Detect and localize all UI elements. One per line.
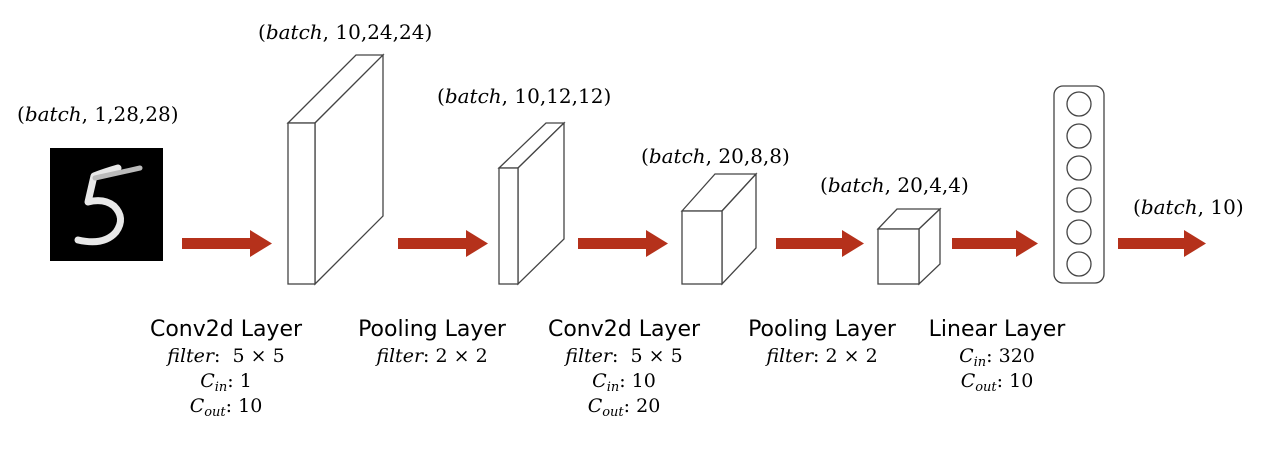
shape-rest: , 20,4,4 bbox=[884, 173, 961, 197]
layer-cin: Cin: 320 bbox=[959, 345, 1035, 370]
output-shape-label: (batch, 10) bbox=[1133, 195, 1244, 219]
param-value: 2 × 2 bbox=[435, 345, 488, 367]
shape-var: batch bbox=[827, 173, 885, 197]
shape-rest: , 10 bbox=[1197, 195, 1236, 219]
param-label: filter bbox=[565, 345, 613, 367]
layer-name: Pooling Layer bbox=[358, 317, 506, 342]
neuron-node-icon bbox=[1066, 251, 1092, 277]
layer-cout: Cout: 20 bbox=[587, 395, 661, 420]
param-label: C bbox=[960, 370, 976, 392]
layer-cout: Cout: 10 bbox=[960, 370, 1034, 395]
param-label: filter bbox=[167, 345, 215, 367]
param-label: C bbox=[189, 395, 205, 417]
param-value: 2 × 2 bbox=[825, 345, 878, 367]
layer-cout: Cout: 10 bbox=[189, 395, 263, 420]
shape-var: batch bbox=[265, 20, 323, 44]
layer-filter: filter: 5 × 5 bbox=[167, 345, 285, 367]
neuron-node-icon bbox=[1066, 155, 1092, 181]
neuron-node-icon bbox=[1066, 91, 1092, 117]
layer-pool2-description: Pooling Layer filter: 2 × 2 bbox=[732, 316, 912, 369]
feature-map-pool2 bbox=[876, 207, 942, 286]
linear-layer-block bbox=[1053, 85, 1105, 284]
feature-map-conv2 bbox=[680, 172, 758, 286]
right-arrow-icon bbox=[1118, 230, 1206, 257]
layer-name: Pooling Layer bbox=[748, 317, 896, 342]
param-sub: in bbox=[606, 380, 620, 395]
right-arrow-icon bbox=[182, 230, 272, 257]
arrows-group bbox=[182, 230, 1206, 257]
layer-conv1-description: Conv2d Layer filter: 5 × 5 Cin: 1 Cout: … bbox=[136, 316, 316, 419]
param-label: C bbox=[959, 345, 974, 367]
param-value: 10 bbox=[1009, 370, 1034, 392]
neuron-node-icon bbox=[1066, 123, 1092, 149]
param-value: 10 bbox=[631, 370, 656, 392]
layer-filter: filter: 2 × 2 bbox=[376, 345, 488, 367]
param-sub: out bbox=[602, 405, 624, 420]
shape-rest: , 10,12,12 bbox=[501, 84, 604, 108]
right-arrow-icon bbox=[398, 230, 488, 257]
param-sub: in bbox=[214, 380, 228, 395]
param-label: filter bbox=[376, 345, 424, 367]
right-arrow-icon bbox=[952, 230, 1038, 257]
param-value: 5 × 5 bbox=[232, 345, 285, 367]
conv2-shape-label: (batch, 20,8,8) bbox=[641, 144, 790, 168]
shape-rest: , 20,8,8 bbox=[705, 144, 782, 168]
param-value: 5 × 5 bbox=[630, 345, 683, 367]
param-value: 1 bbox=[239, 370, 252, 392]
param-label: filter bbox=[766, 345, 814, 367]
layer-name: Conv2d Layer bbox=[547, 317, 701, 342]
param-label: C bbox=[200, 370, 215, 392]
layer-filter: filter: 5 × 5 bbox=[565, 345, 683, 367]
shape-var: batch bbox=[24, 102, 82, 126]
feature-map-conv1 bbox=[286, 53, 385, 286]
param-label: C bbox=[587, 395, 603, 417]
feature-map-pool1 bbox=[497, 121, 566, 286]
param-value: 10 bbox=[238, 395, 263, 417]
shape-var: batch bbox=[444, 84, 502, 108]
neuron-node-icon bbox=[1066, 219, 1092, 245]
shape-rest: , 10,24,24 bbox=[322, 20, 425, 44]
layer-cin: Cin: 10 bbox=[592, 370, 656, 395]
param-label: C bbox=[592, 370, 607, 392]
right-arrow-icon bbox=[578, 230, 668, 257]
layer-name: Linear Layer bbox=[928, 317, 1066, 342]
layer-linear-description: Linear Layer Cin: 320 Cout: 10 bbox=[912, 316, 1082, 394]
neuron-node-icon bbox=[1066, 187, 1092, 213]
shape-rest: , 1,28,28 bbox=[81, 102, 171, 126]
pool1-shape-label: (batch, 10,12,12) bbox=[437, 84, 612, 108]
param-sub: in bbox=[973, 355, 987, 370]
layer-filter: filter: 2 × 2 bbox=[766, 345, 878, 367]
layer-name: Conv2d Layer bbox=[149, 317, 303, 342]
layer-cin: Cin: 1 bbox=[200, 370, 252, 395]
input-digit-image bbox=[50, 148, 163, 261]
shape-var: batch bbox=[1140, 195, 1198, 219]
right-arrow-icon bbox=[776, 230, 864, 257]
param-sub: out bbox=[204, 405, 226, 420]
param-value: 20 bbox=[636, 395, 661, 417]
input-shape-label: (batch, 1,28,28) bbox=[17, 102, 179, 126]
param-sub: out bbox=[975, 380, 997, 395]
shape-var: batch bbox=[648, 144, 706, 168]
pool2-shape-label: (batch, 20,4,4) bbox=[820, 173, 969, 197]
layer-conv2-description: Conv2d Layer filter: 5 × 5 Cin: 10 Cout:… bbox=[534, 316, 714, 419]
layer-pool1-description: Pooling Layer filter: 2 × 2 bbox=[342, 316, 522, 369]
param-value: 320 bbox=[998, 345, 1035, 367]
conv1-shape-label: (batch, 10,24,24) bbox=[258, 20, 433, 44]
